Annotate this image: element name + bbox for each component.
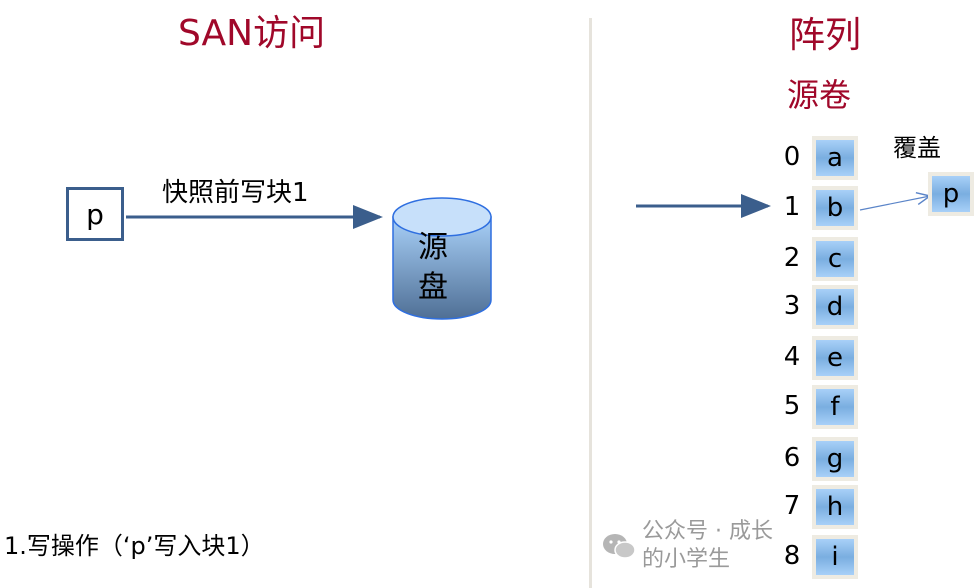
host-label: p xyxy=(86,197,104,231)
disk-label-line2: 盘 xyxy=(418,270,448,305)
block-index: 6 xyxy=(783,443,801,473)
overwrite-label: 覆盖 xyxy=(893,134,941,162)
overwrite-arrow xyxy=(859,196,930,211)
block-index: 0 xyxy=(783,142,801,172)
volume-block-value: f xyxy=(816,389,854,425)
volume-block: d xyxy=(812,285,858,329)
disk-label: 源盘 xyxy=(418,228,448,308)
volume-block-value: c xyxy=(816,241,854,277)
volume-block: a xyxy=(812,136,858,180)
volume-block-value: e xyxy=(816,340,854,376)
volume-block-value: a xyxy=(816,140,854,176)
wechat-icon xyxy=(603,534,636,559)
volume-block: i xyxy=(812,535,858,579)
volume-block: g xyxy=(812,437,858,481)
source-volume-title: 源卷 xyxy=(787,76,852,114)
caption: 1.写操作（‘p’写入块1） xyxy=(4,532,265,560)
incoming-block-label: p xyxy=(932,176,970,212)
volume-block-value: d xyxy=(816,289,854,325)
san-access-title: SAN访问 xyxy=(178,13,326,54)
volume-block: b xyxy=(812,186,858,230)
watermark: 公众号 · 成长的小学生 xyxy=(602,518,778,574)
watermark-text: 公众号 · 成长的小学生 xyxy=(642,519,773,572)
divider xyxy=(589,18,592,588)
block-index: 8 xyxy=(783,541,801,571)
block-index: 2 xyxy=(783,243,801,273)
array-title: 阵列 xyxy=(789,15,862,56)
volume-block-value: i xyxy=(816,539,854,575)
incoming-block-p: p xyxy=(928,172,974,216)
volume-block-value: h xyxy=(816,489,854,525)
block-index: 1 xyxy=(783,192,801,222)
block-index: 5 xyxy=(783,391,801,421)
block-index: 4 xyxy=(783,342,801,372)
volume-block: h xyxy=(812,485,858,529)
arrow-label: 快照前写块1 xyxy=(162,178,309,208)
volume-block-value: g xyxy=(816,441,854,477)
volume-block-value: b xyxy=(816,190,854,226)
host-write-box: p xyxy=(66,187,124,241)
volume-block: e xyxy=(812,336,858,380)
disk-label-line1: 源 xyxy=(418,230,448,265)
volume-block: c xyxy=(812,237,858,281)
source-disk-cylinder xyxy=(392,197,492,320)
volume-block: f xyxy=(812,385,858,429)
block-index: 7 xyxy=(783,491,801,521)
block-index: 3 xyxy=(783,291,801,321)
